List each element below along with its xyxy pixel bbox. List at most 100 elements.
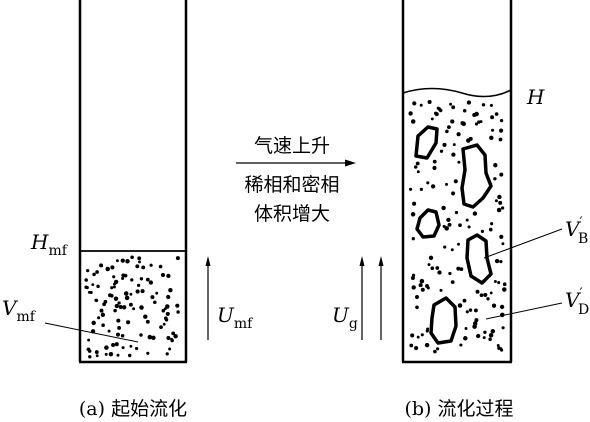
particle-dot: [166, 335, 171, 341]
label-vmf: Vmf: [2, 296, 37, 325]
particle-dot: [416, 170, 420, 174]
particle-dot: [481, 103, 486, 107]
particle-dot: [120, 334, 125, 338]
particle-dot: [173, 333, 178, 339]
particle-dot: [414, 346, 419, 351]
particle-dot: [490, 222, 494, 226]
particle-dot: [117, 301, 121, 305]
particle-dot: [115, 259, 119, 263]
particle-dot: [171, 331, 176, 336]
particle-dot: [477, 120, 481, 124]
particle-dot: [501, 326, 505, 330]
particle-dot: [136, 283, 141, 288]
particle-dot: [445, 129, 449, 134]
particle-dot: [412, 101, 417, 106]
arrow-text-volume-increase: 体积增大: [254, 203, 330, 225]
particle-dot: [121, 276, 125, 280]
particle-dot: [419, 187, 423, 191]
ug-arrowhead-2: [378, 256, 384, 266]
label-ug: Ug: [332, 303, 358, 332]
particle-dot: [145, 319, 150, 324]
particle-dot: [420, 287, 425, 292]
particle-dot: [108, 293, 112, 298]
particle-dot: [130, 255, 134, 260]
particle-dot: [463, 336, 468, 341]
particle-dot: [499, 260, 503, 264]
particle-dot: [163, 307, 167, 311]
particle-dot: [490, 115, 495, 120]
particle-dot: [424, 342, 430, 348]
particle-dot: [464, 327, 468, 330]
particle-dot: [497, 281, 501, 285]
arrow-text-phases: 稀相和密相: [244, 174, 339, 196]
particle-dot: [442, 224, 446, 228]
particle-dot: [412, 201, 417, 206]
particle-dot: [449, 102, 453, 106]
particle-dot: [432, 165, 437, 171]
particle-dot: [97, 316, 101, 320]
particle-dot: [430, 117, 434, 121]
particle-dot: [483, 330, 487, 335]
particle-dot: [444, 226, 449, 231]
particle-dot: [457, 160, 461, 164]
particle-dot: [445, 182, 448, 186]
particle-dot: [89, 290, 93, 295]
particle-dot: [103, 299, 108, 304]
particle-dot: [115, 332, 121, 337]
particle-dot: [501, 242, 505, 246]
particle-dot: [112, 285, 116, 289]
ug-arrowhead-1: [359, 256, 365, 266]
particles-dense-bed: [84, 255, 180, 359]
particle-dot: [151, 335, 156, 341]
particle-dot: [493, 280, 497, 283]
particle-dot: [408, 187, 413, 191]
particle-dot: [426, 181, 430, 185]
particle-dot: [472, 112, 477, 118]
particle-dot: [410, 275, 415, 281]
expanded-bed-surface: [402, 87, 512, 98]
particle-dot: [411, 285, 416, 290]
particle-dot: [114, 342, 119, 347]
particle-dot: [166, 273, 171, 279]
particle-dot: [411, 237, 415, 241]
particle-dot: [95, 270, 99, 274]
particle-dot: [147, 334, 153, 340]
bubble-1: [414, 125, 439, 160]
particle-dot: [450, 280, 455, 284]
particle-dot: [104, 345, 109, 350]
particle-dot: [502, 287, 507, 292]
particle-dot: [121, 346, 125, 350]
particle-dot: [139, 333, 143, 337]
particle-dot: [139, 305, 144, 310]
particle-dot: [475, 289, 480, 294]
particle-dot: [500, 348, 504, 352]
bubble-2: [460, 143, 493, 209]
particle-dot: [494, 112, 499, 116]
label-hmf: Hmf: [30, 230, 69, 259]
particle-dot: [435, 266, 440, 270]
particle-dot: [494, 258, 500, 264]
particle-dot: [113, 279, 119, 285]
label-vd: V′D: [565, 286, 589, 318]
column-initial-fluidization: [78, 0, 188, 364]
particle-dot: [466, 100, 472, 105]
particle-dot: [409, 343, 414, 348]
bubble-5: [429, 296, 458, 345]
particle-dot: [457, 242, 460, 246]
particle-dot: [127, 353, 132, 358]
particle-dot: [110, 286, 114, 290]
particle-dot: [91, 283, 95, 287]
particle-dot: [135, 346, 139, 351]
particle-dot: [88, 355, 92, 359]
particle-dot: [87, 338, 91, 342]
label-vb: V′B: [565, 215, 588, 247]
particle-dot: [129, 292, 133, 296]
particle-dot: [448, 271, 452, 276]
particle-dot: [482, 336, 486, 340]
particle-dot: [143, 314, 148, 319]
particle-dot: [145, 277, 150, 282]
particle-dot: [427, 263, 431, 267]
particle-dot: [446, 217, 451, 223]
particle-dot: [161, 308, 166, 313]
particle-dot: [437, 270, 442, 275]
